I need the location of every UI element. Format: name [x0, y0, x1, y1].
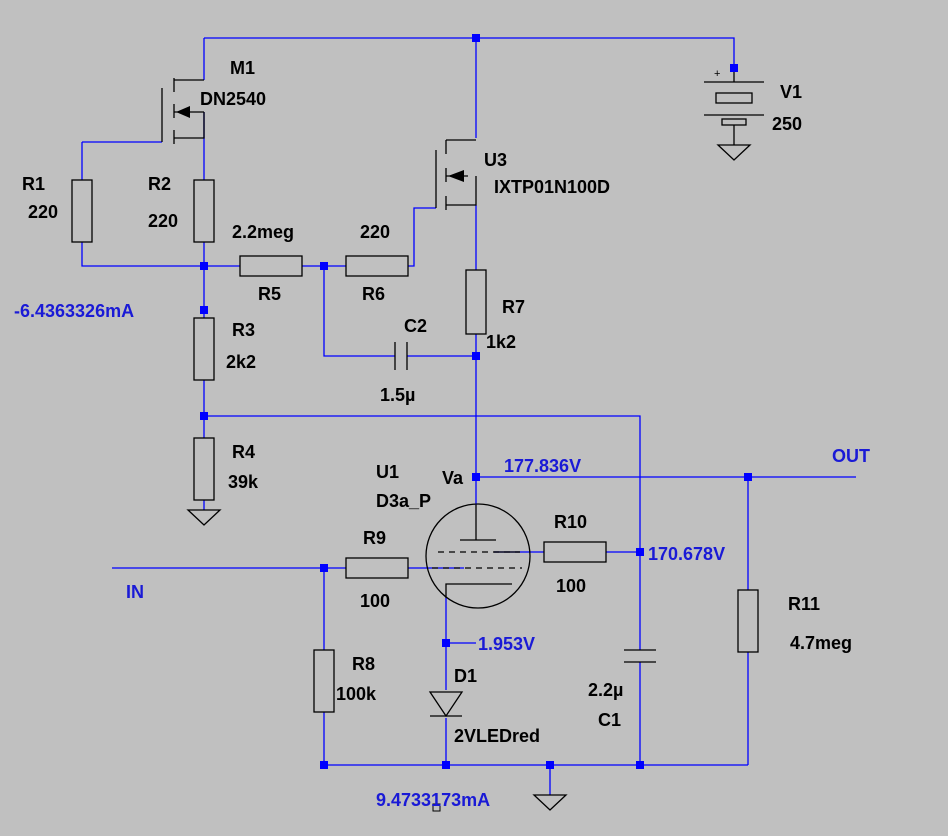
r1-value-label: 220 — [28, 202, 58, 222]
v1-value-label: 250 — [772, 114, 802, 134]
r3-value-label: 2k2 — [226, 352, 256, 372]
r8-ref-label: R8 — [352, 654, 375, 674]
d1-value-label: 2VLEDred — [454, 726, 540, 746]
r7-resistor-symbol — [465, 269, 487, 335]
r7-ref-label: R7 — [502, 297, 525, 317]
c2-capacitor-symbol — [394, 342, 408, 370]
c2-value-label: 1.5µ — [380, 385, 415, 405]
r2-resistor-symbol — [193, 179, 215, 243]
r5-resistor-symbol — [239, 255, 303, 277]
r10-resistor-symbol — [543, 541, 607, 563]
ground-current-readout: 9.4733173mA — [376, 790, 490, 810]
r2-value-label: 220 — [148, 211, 178, 231]
c2-ref-label: C2 — [404, 316, 427, 336]
v1-plus-label: + — [714, 68, 720, 80]
va-net-label: Va — [442, 468, 464, 488]
d1-ref-label: D1 — [454, 666, 477, 686]
u3-value-label: IXTP01N100D — [494, 177, 610, 197]
r1-resistor-symbol — [71, 179, 93, 243]
r4-value-label: 39k — [228, 472, 259, 492]
u3-mosfet-symbol — [435, 139, 477, 210]
r11-value-label: 4.7meg — [790, 633, 852, 653]
m1-value-label: DN2540 — [200, 89, 266, 109]
r5-value-label: 2.2meg — [232, 222, 294, 242]
va-voltage-readout: 177.836V — [504, 456, 581, 476]
r2-ref-label: R2 — [148, 174, 171, 194]
c1-capacitor-symbol — [624, 649, 656, 663]
r8-resistor-symbol — [313, 649, 335, 713]
ground-icon — [186, 509, 222, 526]
r9-resistor-symbol — [345, 557, 409, 579]
m1-ref-label: M1 — [230, 58, 255, 78]
v1-battery-symbol — [704, 68, 764, 161]
r9-value-label: 100 — [360, 591, 390, 611]
u3-ref-label: U3 — [484, 150, 507, 170]
r1-ref-label: R1 — [22, 174, 45, 194]
u1-tube-symbol — [425, 503, 531, 609]
r6-ref-label: R6 — [362, 284, 385, 304]
r11-resistor-symbol — [737, 589, 759, 653]
d1-diode-symbol — [428, 691, 464, 718]
cathode-voltage-readout: 1.953V — [478, 634, 535, 654]
r5-ref-label: R5 — [258, 284, 281, 304]
r3-current-readout: -6.4363326mA — [14, 301, 134, 321]
r6-resistor-symbol — [345, 255, 409, 277]
u1-ref-label: U1 — [376, 462, 399, 482]
r9-ref-label: R9 — [363, 528, 386, 548]
screen-voltage-readout: 170.678V — [648, 544, 725, 564]
m1-mosfet-symbol — [161, 78, 205, 144]
r10-ref-label: R10 — [554, 512, 587, 532]
ground-icon — [532, 794, 568, 811]
r4-ref-label: R4 — [232, 442, 255, 462]
r4-resistor-symbol — [193, 437, 215, 501]
r8-value-label: 100k — [336, 684, 377, 704]
u1-value-label: D3a_P — [376, 491, 431, 511]
junction-dots — [200, 34, 752, 812]
out-net-label: OUT — [832, 446, 870, 466]
r10-value-label: 100 — [556, 576, 586, 596]
in-net-label: IN — [126, 582, 144, 602]
c1-ref-label: C1 — [598, 710, 621, 730]
r3-resistor-symbol — [193, 317, 215, 381]
r6-value-label: 220 — [360, 222, 390, 242]
r11-ref-label: R11 — [788, 594, 820, 614]
c1-value-label: 2.2µ — [588, 680, 623, 700]
r3-ref-label: R3 — [232, 320, 255, 340]
v1-ref-label: V1 — [780, 82, 802, 102]
r7-value-label: 1k2 — [486, 332, 516, 352]
